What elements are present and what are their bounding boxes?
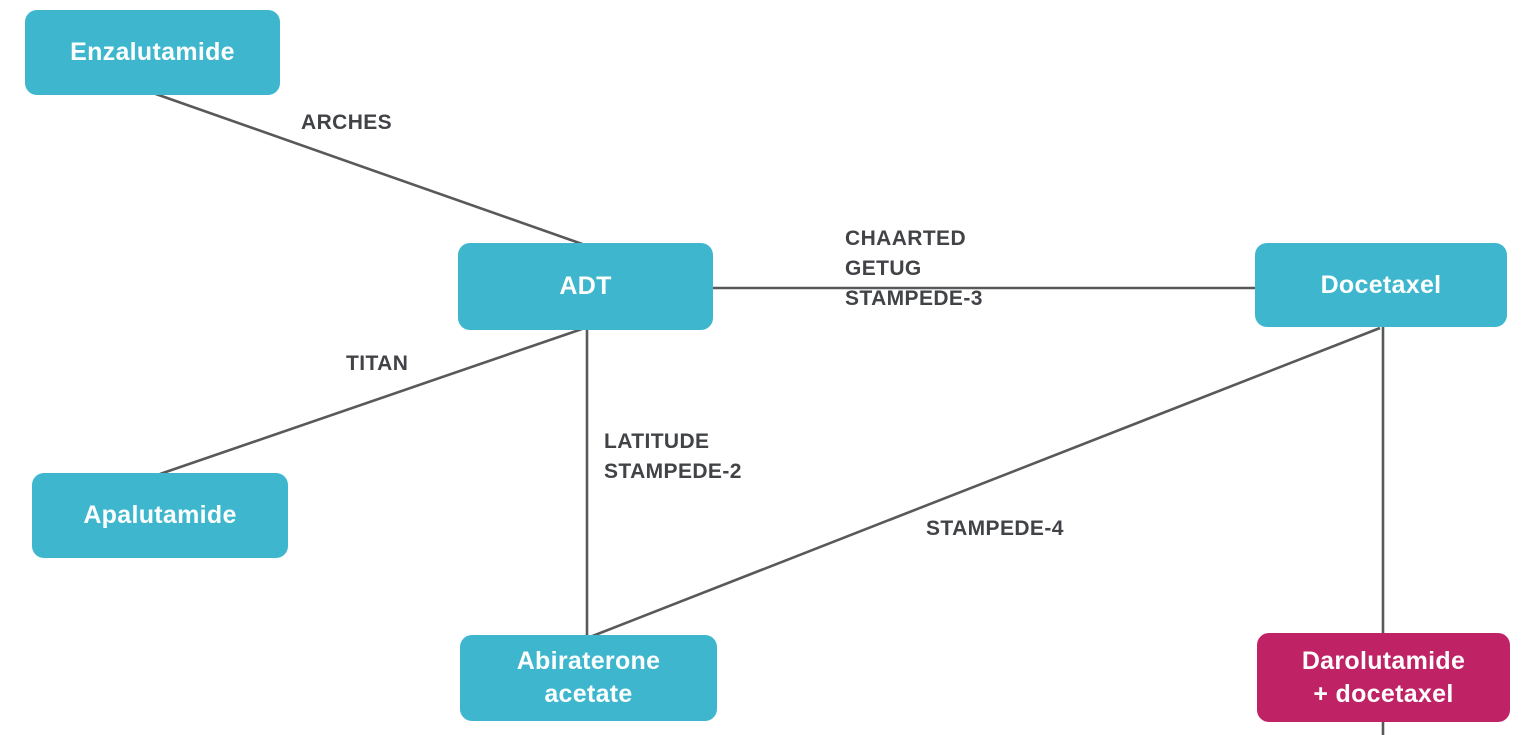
node-adt: ADT: [458, 243, 713, 330]
edge-enzalutamide-adt: [152, 91, 586, 247]
node-abiraterone-acetate: Abiraterone acetate: [460, 635, 717, 721]
edge-label-latitude-stampede2: LATITUDE STAMPEDE-2: [604, 430, 742, 483]
edge-label-chaarted-getug-stampede3: CHAARTED GETUG STAMPEDE-3: [845, 227, 983, 310]
edge-abiraterone-docetaxel: [589, 326, 1381, 639]
edge-label-stampede4: STAMPEDE-4: [926, 517, 1064, 540]
node-docetaxel: Docetaxel: [1255, 243, 1507, 327]
edge-label-arches: ARCHES: [301, 111, 393, 134]
node-darolutamide-docetaxel: Darolutamide + docetaxel: [1257, 633, 1510, 722]
edge-label-titan: TITAN: [346, 352, 409, 375]
node-apalutamide: Apalutamide: [32, 473, 288, 558]
edge-adt-apalutamide: [159, 327, 583, 476]
node-enzalutamide: Enzalutamide: [25, 10, 280, 95]
